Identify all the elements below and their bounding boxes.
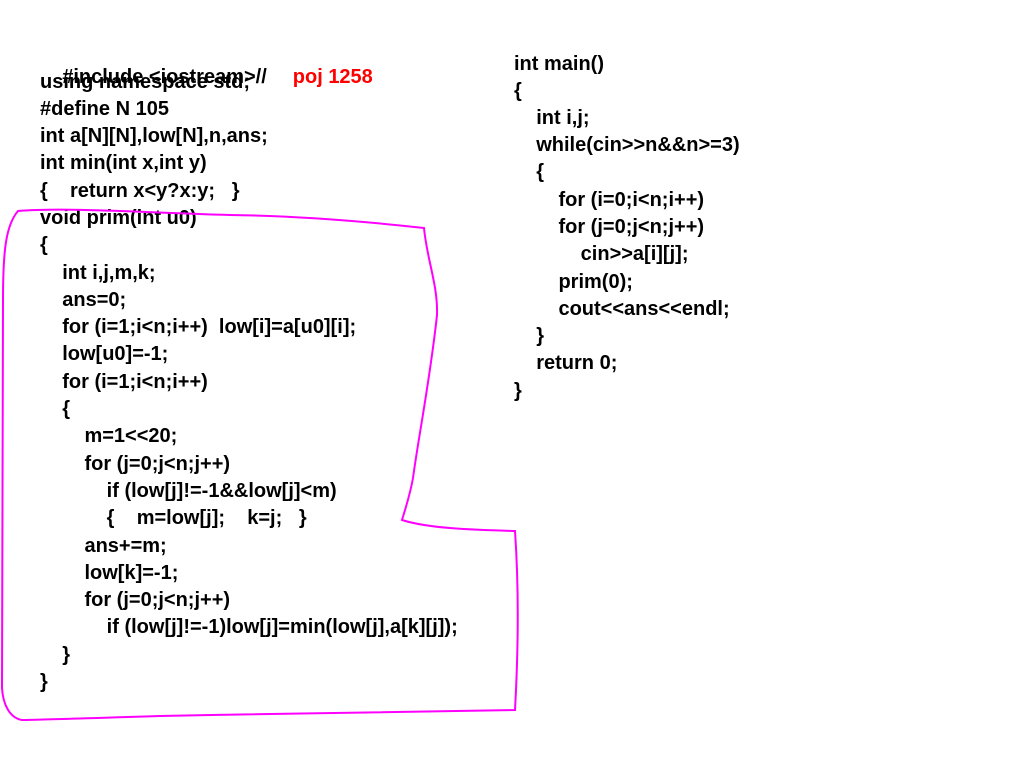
code-line: { (40, 234, 48, 256)
code-line: int min(int x,int y) (40, 152, 207, 174)
code-line: ans=0; (40, 289, 127, 311)
code-line: return 0; (514, 352, 618, 374)
code-line: for (i=0;i<n;i++) (514, 189, 705, 211)
code-line: for (j=0;j<n;j++) (40, 453, 231, 475)
code-line: if (low[j]!=-1&&low[j]<m) (40, 480, 337, 502)
code-line: low[u0]=-1; (40, 343, 169, 365)
code-line: int i,j; (514, 107, 590, 129)
code-line: while(cin>>n&&n>=3) (514, 134, 740, 156)
code-line: low[k]=-1; (40, 562, 179, 584)
code-line: for (i=1;i<n;i++) low[i]=a[u0][i]; (40, 316, 357, 338)
code-line: for (i=1;i<n;i++) (40, 371, 208, 393)
code-line: if (low[j]!=-1)low[j]=min(low[j],a[k][j]… (40, 616, 458, 638)
left-code-block: #include <iostream>// poj 1258 using name… (40, 44, 520, 704)
code-line: #define N 105 (40, 98, 169, 120)
code-line: } (40, 644, 71, 666)
code-line: { (514, 80, 522, 102)
code-line: cin>>a[i][j]; (514, 243, 689, 265)
code-line: prim(0); (514, 271, 633, 293)
code-line-include: #include <iostream>// poj 1258 (40, 44, 373, 110)
code-line: cout<<ans<<endl; (514, 298, 730, 320)
code-line: void prim(int u0) (40, 207, 197, 229)
code-line: using namespace std; (40, 71, 251, 93)
code-line: { (514, 161, 545, 183)
code-line: } (514, 325, 545, 347)
code-text: #include <iostream>// (62, 66, 267, 88)
code-line: { (40, 398, 71, 420)
code-line: } (40, 671, 48, 693)
right-code-block: int main() { int i,j; while(cin>>n&&n>=3… (514, 53, 914, 413)
code-line: int main() (514, 53, 604, 75)
code-line: m=1<<20; (40, 425, 178, 447)
problem-id-comment: poj 1258 (292, 66, 373, 88)
code-line: int i,j,m,k; (40, 262, 156, 284)
code-line: for (j=0;j<n;j++) (514, 216, 705, 238)
code-line: ans+=m; (40, 535, 167, 557)
code-line: { return x<y?x:y; } (40, 180, 240, 202)
code-line: } (514, 380, 522, 402)
code-line: for (j=0;j<n;j++) (40, 589, 231, 611)
code-line: { m=low[j]; k=j; } (40, 507, 307, 529)
code-line: int a[N][N],low[N],n,ans; (40, 125, 268, 147)
